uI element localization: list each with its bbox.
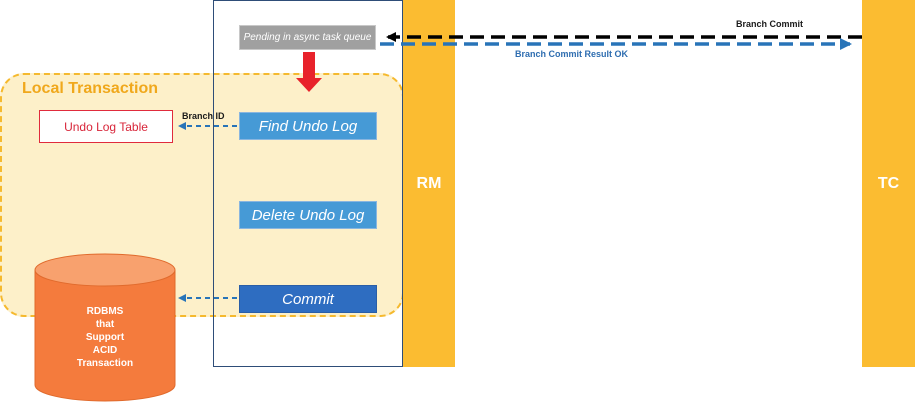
commit-label: Commit [282, 290, 334, 308]
find-undo-log-label: Find Undo Log [258, 117, 358, 135]
commit-step: Commit [239, 285, 377, 313]
tc-label: TC [877, 174, 900, 192]
tc-bar: TC [862, 0, 915, 367]
pending-label: Pending in async task queue [243, 32, 372, 43]
rm-bar: RM [403, 0, 455, 367]
undo-log-table: Undo Log Table [39, 110, 173, 143]
database-label: RDBMS that Support ACID Transaction [76, 306, 134, 369]
branch-commit-result-label: Branch Commit Result OK [515, 49, 629, 59]
branch-commit-label: Branch Commit [736, 19, 804, 29]
branch-id-label: Branch ID [182, 111, 225, 121]
local-transaction-label: Local Transaction [22, 80, 159, 97]
pending-async-queue-box: Pending in async task queue [239, 25, 376, 50]
delete-undo-log-step: Delete Undo Log [239, 201, 377, 229]
delete-undo-log-label: Delete Undo Log [251, 206, 365, 224]
rm-label: RM [416, 174, 442, 192]
undo-log-table-label: Undo Log Table [64, 119, 148, 134]
rm-process-box [213, 0, 403, 367]
red-down-arrow-icon [296, 52, 322, 92]
database-cylinder-icon [34, 253, 176, 402]
find-undo-log-step: Find Undo Log [239, 112, 377, 140]
